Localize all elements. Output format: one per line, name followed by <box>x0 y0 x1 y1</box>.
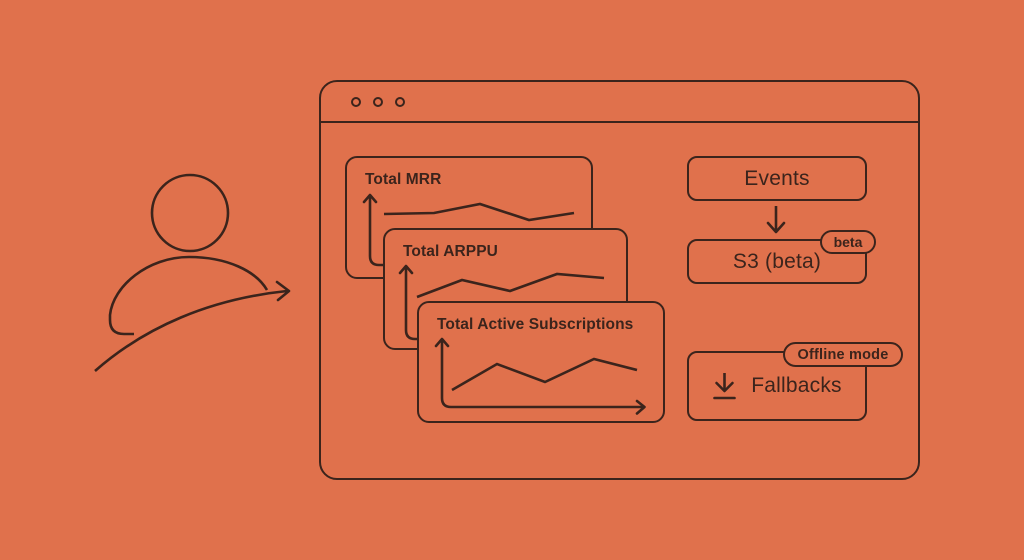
flow-arrow-curve <box>94 289 288 372</box>
person-head <box>150 173 230 253</box>
beta-badge-label: beta <box>833 234 863 250</box>
offline-mode-badge: Offline mode <box>783 342 903 367</box>
flow-arrow-head-icon <box>275 280 291 302</box>
x-axis-arrow-icon <box>635 399 646 415</box>
offline-mode-badge-label: Offline mode <box>797 346 889 363</box>
y-axis <box>368 196 407 267</box>
browser-titlebar <box>321 82 918 123</box>
card-title: Total MRR <box>365 171 442 188</box>
xy-axes <box>440 340 644 409</box>
events-box: Events <box>687 156 867 201</box>
fallbacks-label: Fallbacks <box>751 374 842 397</box>
y-axis-arrow-icon <box>362 193 378 204</box>
browser-window <box>319 80 920 480</box>
beta-badge: beta <box>820 230 876 254</box>
subscriptions-sparkline-chart <box>434 337 646 415</box>
sparkline <box>383 202 575 222</box>
down-arrow-icon <box>766 206 786 234</box>
y-axis-arrow-icon <box>434 337 450 348</box>
s3-label: S3 (beta) <box>732 249 822 273</box>
s3-box: S3 (beta) <box>687 239 867 284</box>
sparkline <box>416 272 605 299</box>
y-axis <box>404 267 440 341</box>
arppu-sparkline-chart <box>398 264 605 341</box>
window-control-dot <box>373 96 383 107</box>
card-title: Total ARPPU <box>403 243 498 260</box>
y-axis-arrow-icon <box>398 264 414 275</box>
metric-card-total-active-subscriptions: Total Active Subscriptions <box>417 301 665 423</box>
window-control-dot <box>351 96 361 107</box>
card-title: Total Active Subscriptions <box>437 316 634 333</box>
download-icon <box>713 373 737 400</box>
person-body <box>108 255 269 336</box>
events-label: Events <box>744 166 810 190</box>
mrr-sparkline-chart <box>362 193 575 267</box>
window-control-dot <box>395 96 405 107</box>
sparkline <box>451 357 638 392</box>
